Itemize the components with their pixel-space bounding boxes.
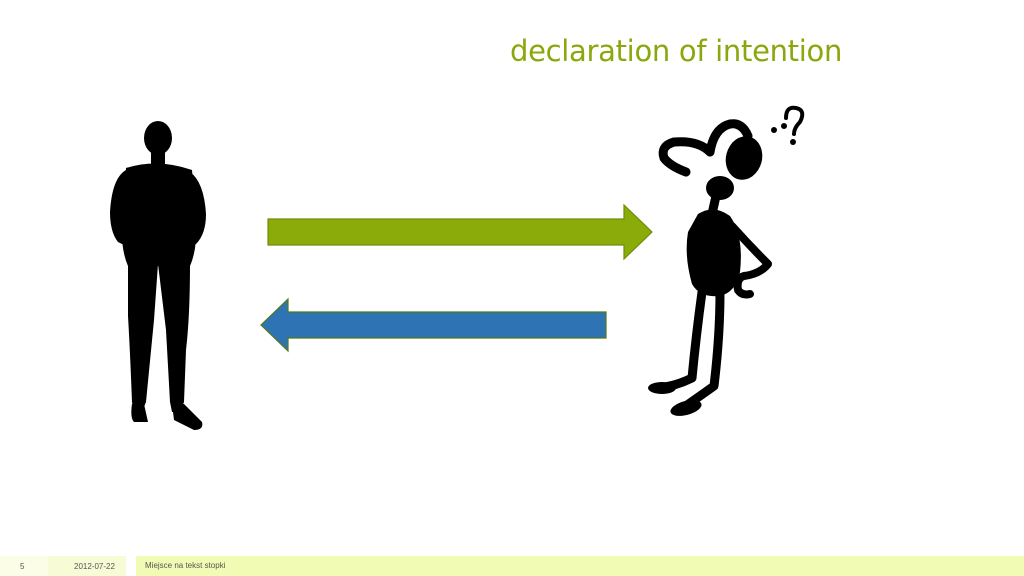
slide-footer: 5 2012-07-22 Miejsce na tekst stopki: [0, 556, 1024, 576]
footer-text: Miejsce na tekst stopki: [145, 561, 226, 570]
footer-date: 2012-07-22: [74, 562, 115, 571]
arrow-left-icon: [260, 297, 607, 353]
footer-text-box: Miejsce na tekst stopki: [136, 556, 1024, 576]
arrow-right-icon: [267, 203, 653, 261]
slide-title: declaration of intention: [510, 34, 843, 68]
person-silhouette-icon: [110, 121, 206, 430]
footer-date-box: 2012-07-22: [48, 556, 126, 576]
footer-slide-number: 5: [20, 562, 25, 571]
confused-stick-figure-icon: [648, 105, 805, 416]
footer-slide-number-box: 5: [0, 556, 48, 576]
